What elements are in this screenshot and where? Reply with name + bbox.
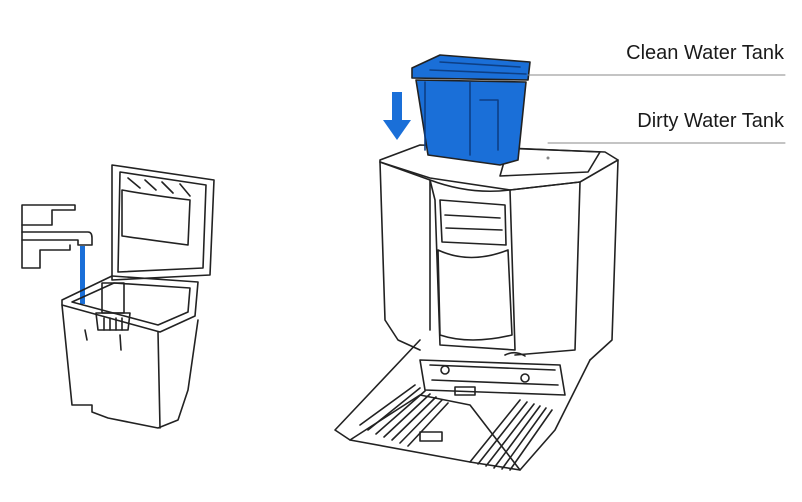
base-station: [334, 144, 619, 471]
dirty-water-tank-label: Dirty Water Tank: [637, 110, 784, 132]
water-stream: [80, 246, 85, 304]
dirty-water-tank-top: [499, 147, 601, 177]
clean-water-tank-label: Clean Water Tank: [626, 42, 784, 64]
faucet-icon: [21, 204, 93, 269]
clean-water-tank: [411, 54, 531, 166]
open-dirty-tank: [61, 164, 215, 429]
down-arrow-icon: [383, 92, 411, 140]
